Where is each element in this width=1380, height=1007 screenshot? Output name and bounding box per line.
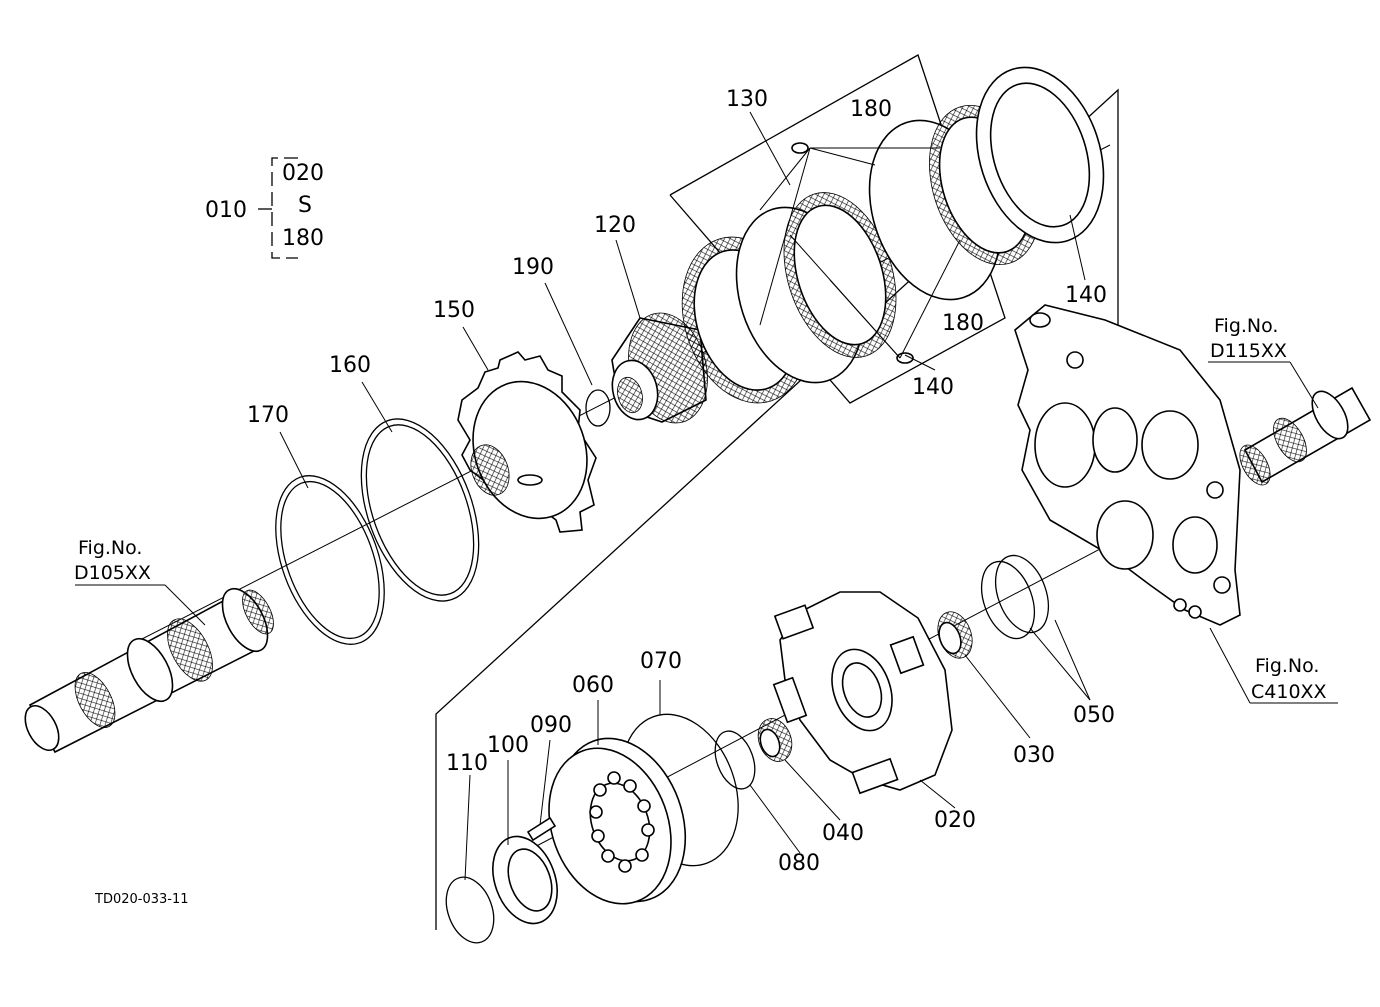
assembly-range-separator: S: [298, 193, 312, 218]
part-190-circlip: [585, 389, 611, 427]
part-040-bearing: [757, 718, 793, 762]
callout-label: 140: [1065, 283, 1107, 308]
ref-fig-code-2: D115XX: [1210, 340, 1287, 362]
drawing-code: TD020-033-11: [94, 892, 189, 907]
callout-leader-lines: [75, 111, 1338, 881]
part-020-clutch-case: [772, 591, 953, 795]
part-160-ring: [360, 418, 480, 602]
part-100-retainer: [492, 835, 558, 925]
callout-label: 190: [512, 255, 554, 280]
assembly-number: 010: [205, 198, 247, 223]
part-030-bearing: [937, 611, 973, 659]
callout-label: 160: [329, 353, 371, 378]
callout-label: 180: [850, 97, 892, 122]
callout-label: 090: [530, 713, 572, 738]
callout-label: 080: [778, 851, 820, 876]
output-shaft: [1239, 386, 1372, 486]
callout-label: 050: [1073, 703, 1115, 728]
part-110-circlip: [445, 876, 495, 944]
piston-holes: [589, 771, 655, 873]
ref-fig-code-3: C410XX: [1251, 681, 1327, 703]
figure-references: Fig.No. D105XX Fig.No. D115XX Fig.No. C4…: [74, 315, 1327, 703]
part-060-piston: [548, 737, 687, 905]
ref-fig-code-1: D105XX: [74, 562, 151, 584]
callout-label: 140: [912, 375, 954, 400]
callout-label: 130: [726, 87, 768, 112]
ref-fig-label-3: Fig.No.: [1255, 655, 1319, 677]
input-shaft: [24, 588, 274, 754]
part-170-snap-ring: [275, 475, 385, 645]
callout-label: 040: [822, 821, 864, 846]
part-150-hub-plate: [457, 351, 597, 533]
part-080-o-ring: [714, 730, 756, 790]
clutch-pack: [681, 66, 1105, 404]
callout-label: 150: [433, 298, 475, 323]
callout-label: 060: [572, 673, 614, 698]
callout-label: 180: [942, 311, 984, 336]
callout-label: 110: [446, 751, 488, 776]
assembly-range-start: 020: [282, 161, 324, 186]
callout-numbers: 020 030 040 050 060 070 080 090 100 110 …: [247, 87, 1115, 876]
part-050-seal-rings: [980, 554, 1050, 640]
assembly-bracket: 010 020 S 180: [205, 157, 324, 259]
callout-label: 030: [1013, 743, 1055, 768]
part-120-clutch-hub: [611, 312, 708, 424]
assembly-range-end: 180: [282, 226, 324, 251]
callout-label: 100: [487, 733, 529, 758]
callout-label: 170: [247, 403, 289, 428]
callout-label: 120: [594, 213, 636, 238]
transmission-case: [1014, 304, 1241, 626]
ref-fig-label-2: Fig.No.: [1214, 315, 1278, 337]
callout-label: 020: [934, 808, 976, 833]
ref-fig-label-1: Fig.No.: [78, 537, 142, 559]
pin-leader-lines: [759, 147, 961, 359]
part-090-spring: [526, 816, 557, 842]
callout-label: 070: [640, 649, 682, 674]
